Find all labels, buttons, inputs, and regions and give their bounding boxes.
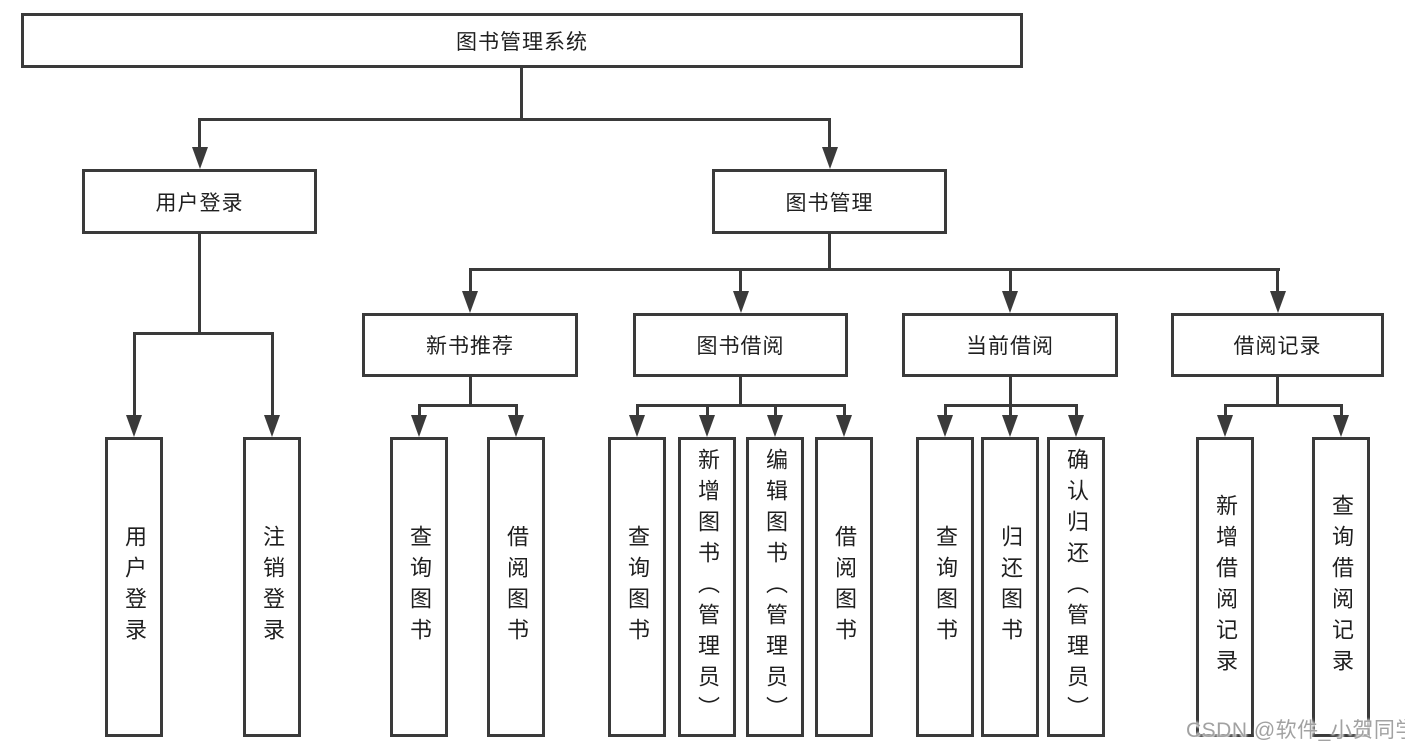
node-current-borrow: 当前借阅 [902, 313, 1118, 377]
leaf-confirm-return-admin: 确认归还（管理员） [1047, 437, 1105, 737]
connector-user-login-vertical [198, 233, 201, 334]
arrowhead-leaf-login [126, 415, 142, 437]
connector-to-leaf-add-book [705, 406, 709, 416]
arrowhead-leaf-query-book-2 [629, 415, 645, 437]
leaf-add-borrow-record: 新增借阅记录 [1196, 437, 1254, 737]
leaf-query-borrow-record: 查询借阅记录 [1312, 437, 1370, 737]
connector-to-new-book-recommend [468, 270, 472, 292]
connector-to-book-management [828, 120, 831, 148]
connector-to-leaf-confirm-return [1074, 406, 1078, 416]
leaf-user-login: 用户登录 [105, 437, 163, 737]
arrowhead-leaf-borrow-book-1 [508, 415, 524, 437]
connector-to-leaf-login [132, 334, 136, 416]
connector-user-login-branch [132, 332, 274, 335]
arrowhead-leaf-query-book-1 [411, 415, 427, 437]
connector-to-leaf-add-record [1223, 406, 1227, 416]
watermark: CSDN @软件_小贺同学 [1186, 719, 1405, 742]
node-user-login: 用户登录 [82, 169, 317, 234]
connector-current-borrow-vertical [1008, 377, 1012, 406]
node-book-management: 图书管理 [712, 169, 947, 234]
arrowhead-borrow-records [1269, 291, 1286, 313]
arrowhead-leaf-query-book-3 [937, 415, 953, 437]
arrowhead-leaf-logout [264, 415, 280, 437]
connector-book-borrow-branch [635, 404, 846, 407]
arrowhead-leaf-add-book [699, 415, 715, 437]
node-book-borrow: 图书借阅 [633, 313, 848, 377]
connector-root-branch [198, 118, 831, 121]
leaf-add-book-admin: 新增图书（管理员） [678, 437, 736, 737]
connector-to-leaf-query-book-1 [417, 406, 421, 416]
arrowhead-leaf-edit-book [767, 415, 783, 437]
leaf-edit-book-admin: 编辑图书（管理员） [746, 437, 804, 737]
arrowhead-new-book-recommend [462, 291, 478, 313]
connector-new-book-recommend-vertical [468, 377, 472, 406]
node-library-management-system: 图书管理系统 [21, 13, 1023, 68]
arrowhead-leaf-query-record [1333, 415, 1349, 437]
connector-to-leaf-query-book-2 [635, 406, 639, 416]
arrowhead-current-borrow [1002, 291, 1018, 313]
connector-root-vertical [520, 68, 523, 120]
arrowhead-leaf-confirm-return [1068, 415, 1084, 437]
connector-to-book-borrow [739, 270, 742, 292]
connector-new-book-recommend-branch [417, 404, 518, 407]
arrowhead-book-borrow [732, 291, 749, 313]
arrowhead-user-login [191, 147, 208, 169]
connector-book-management-vertical [828, 234, 831, 270]
connector-to-leaf-return-book [1008, 406, 1012, 416]
arrowhead-leaf-borrow-book-2 [836, 415, 852, 437]
leaf-borrow-book-recommend: 借阅图书 [487, 437, 545, 737]
connector-current-borrow-branch [943, 404, 1078, 407]
leaf-query-book-recommend: 查询图书 [390, 437, 448, 737]
connector-to-user-login [198, 120, 201, 148]
connector-to-leaf-borrow-book-1 [514, 406, 518, 416]
connector-to-borrow-records [1276, 270, 1279, 292]
connector-to-leaf-query-book-3 [943, 406, 947, 416]
arrowhead-leaf-return-book [1002, 415, 1018, 437]
connector-borrow-records-branch [1223, 404, 1343, 407]
arrowhead-book-management [821, 147, 838, 169]
connector-to-current-borrow [1008, 270, 1012, 292]
node-borrow-records: 借阅记录 [1171, 313, 1384, 377]
connector-to-leaf-query-record [1339, 406, 1343, 416]
leaf-logout: 注销登录 [243, 437, 301, 737]
node-new-book-recommend: 新书推荐 [362, 313, 578, 377]
leaf-query-book-current: 查询图书 [916, 437, 974, 737]
leaf-query-book-borrow: 查询图书 [608, 437, 666, 737]
connector-borrow-records-vertical [1276, 377, 1279, 406]
connector-book-management-branch [468, 268, 1280, 271]
connector-to-leaf-edit-book [773, 406, 777, 416]
connector-to-leaf-borrow-book-2 [842, 406, 846, 416]
connector-book-borrow-vertical [739, 377, 742, 406]
leaf-return-book: 归还图书 [981, 437, 1039, 737]
leaf-borrow-book: 借阅图书 [815, 437, 873, 737]
arrowhead-leaf-add-record [1217, 415, 1233, 437]
connector-to-leaf-logout [270, 334, 274, 416]
